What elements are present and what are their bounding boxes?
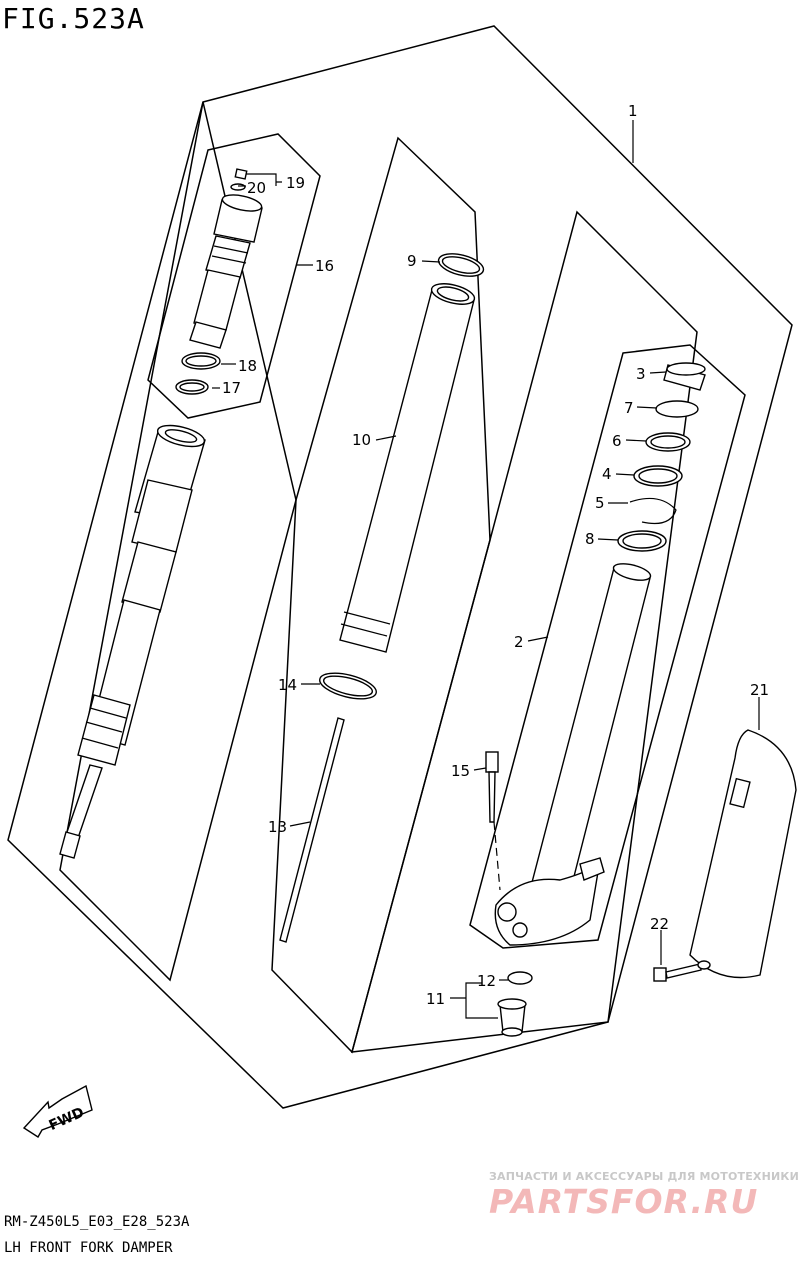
- watermark-tagline: ЗАПЧАСТИ И АКСЕССУАРЫ ДЛЯ МОТОТЕХНИКИ: [489, 1170, 799, 1183]
- inner-tube-2: [494, 362, 706, 946]
- callout-13: 13: [268, 818, 287, 836]
- callout-leaders: [212, 120, 760, 1019]
- callout-21: 21: [750, 681, 769, 699]
- callout-14: 14: [278, 676, 297, 694]
- callout-15: 15: [451, 762, 470, 780]
- callout-7: 7: [624, 399, 634, 417]
- callout-20: 20: [247, 179, 266, 197]
- callout-3: 3: [636, 365, 646, 383]
- callout-5: 5: [595, 494, 605, 512]
- callout-labels: 1 2 3 4 5 6 7 8 9 10 11 12 13 14 15 16 1…: [222, 102, 769, 1008]
- frame-cartridge: [59, 101, 297, 982]
- frame-inner-tube: [350, 210, 698, 1053]
- figure-title: FIG.523A: [2, 2, 145, 35]
- callout-22: 22: [650, 915, 669, 933]
- frame-valve-group: [147, 133, 321, 419]
- adjuster-11: [497, 971, 533, 1037]
- callout-1: 1: [628, 102, 638, 120]
- callout-8: 8: [585, 530, 595, 548]
- callout-12: 12: [477, 972, 496, 990]
- frame-bushings: [469, 344, 746, 949]
- fork-guard-21: [689, 729, 797, 979]
- callout-9: 9: [407, 252, 417, 270]
- outer-tube-10: [279, 253, 485, 943]
- callout-10: 10: [352, 431, 371, 449]
- callout-11: 11: [426, 990, 445, 1008]
- callout-17: 17: [222, 379, 241, 397]
- bolt-22: [653, 960, 711, 982]
- watermark-logo: PARTSFOR.RU: [489, 1182, 759, 1221]
- callout-18: 18: [238, 357, 257, 375]
- callout-4: 4: [602, 465, 612, 483]
- bolt-15: [485, 751, 501, 891]
- fwd-arrow-icon: FWD: [22, 1084, 93, 1138]
- callout-2: 2: [514, 633, 524, 651]
- diagram-name: LH FRONT FORK DAMPER: [4, 1240, 173, 1256]
- callout-6: 6: [612, 432, 622, 450]
- model-code: RM-Z450L5_E03_E28_523A: [4, 1214, 190, 1230]
- callout-16: 16: [315, 257, 334, 275]
- callout-19: 19: [286, 174, 305, 192]
- cartridge-assembly: [59, 424, 206, 859]
- valve-group-16: [175, 168, 263, 395]
